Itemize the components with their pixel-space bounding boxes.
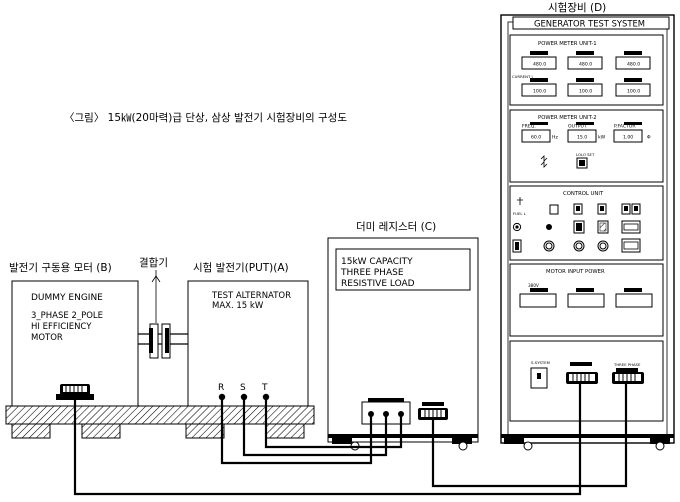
current-value-2: 100.0 [579,89,592,95]
pfactor-value: 1.00 [623,135,633,141]
equipment-title: GENERATOR TEST SYSTEM [534,19,645,29]
alternator-label: 시험 발전기(PUT)(A) [193,262,289,274]
wire-r [220,397,373,465]
indicator-lamp-2 [546,224,552,230]
resistor-connector [418,402,448,420]
current-label: CURRENT I [512,74,533,79]
terminal-r-label: R [218,383,224,393]
current-display-2 [567,83,603,97]
fuel-label: FUEL L [513,211,527,216]
rack-connector-1 [566,372,598,384]
power-meter-unit-2: POWER METER UNIT-2 FREQ. OUTPUT P.FACTOR… [509,109,664,183]
fuel-valve-icon [517,197,523,205]
alternator-line-1: TEST ALTERNATOR [211,291,291,301]
dummy-load-label: 더미 레지스터 (C) [356,221,436,233]
rack-caster-left [504,436,533,451]
motor-input-display-3 [615,293,653,308]
adjust-knob-icon [540,155,548,168]
freq-unit: Hz [552,135,558,141]
freq-label: FREQ. [522,124,536,130]
output-value: 15.0 [577,135,587,141]
motor-line-4: MOTOR [31,333,63,343]
terminal-t-label: T [261,383,268,393]
motor-input-display-2 [567,293,605,308]
output-display [567,129,597,143]
voltage-value-1: 480.0 [533,62,546,68]
rack-connector-2 [612,372,644,384]
power-meter-1-title: POWER METER UNIT-1 [538,41,597,47]
dummy-load-line-3: RESISTIVE LOAD [341,279,415,289]
motor-line-3: HI EFFICIENCY [31,322,92,332]
system-switch-label: S-SYSTEM [531,360,550,365]
coupler [138,270,188,359]
figure-caption: 〈그림〉 15㎾(20마력)급 단상, 삼상 발전기 시험장비의 구성도 [64,112,347,124]
motor-input-left-label: 380V [528,283,539,288]
wire-s [242,397,388,457]
terminal-s-label: S [240,383,246,393]
voltage-display-1 [521,56,557,70]
test-equipment-rack: GENERATOR TEST SYSTEM POWER METER UNIT-1… [500,14,675,451]
control-unit: CONTROL UNIT FUEL L [509,185,664,261]
motor-line-2: 3_PHASE 2_POLE [31,311,103,321]
motor-line-1: DUMMY ENGINE [31,293,103,303]
freq-display [521,129,551,143]
test-equipment-label: 시험장비 (D) [548,2,606,14]
alternator-line-2: MAX. 15 kW [212,301,264,311]
rack-caster-right [650,436,670,451]
control-display-1 [621,220,641,234]
power-meter-2-title: POWER METER UNIT-2 [538,115,597,121]
base-bed [5,405,315,439]
voltage-display-2 [567,56,603,70]
wiring [73,384,628,496]
output-unit: kW [598,135,606,141]
control-unit-title: CONTROL UNIT [563,191,604,197]
wire-load-to-rack [431,384,628,488]
dummy-load-line-1: 15kW CAPACITY [341,257,413,267]
pfactor-display [613,129,643,143]
lolo-set-label: LOLO SET [576,152,595,157]
pfactor-label: P.FACTOR [614,124,636,130]
pfactor-unit: Φ [647,135,651,141]
dummy-load-line-2: THREE PHASE [340,268,404,278]
freq-value: 60.0 [531,135,541,141]
resistor-caster-right [452,436,472,451]
dummy-resistor-cabinet: 15kW CAPACITY THREE PHASE RESISTIVE LOAD [327,237,479,451]
motor-label: 발전기 구동용 모터 (B) [9,262,112,274]
connector-label: THREE PHASE [613,362,641,367]
wire-motor-to-rack [73,384,582,496]
current-value-1: 100.0 [533,89,546,95]
current-display-3 [615,83,651,97]
current-value-3: 100.0 [627,89,640,95]
dummy-engine-motor: DUMMY ENGINE 3_PHASE 2_POLE HI EFFICIENC… [11,280,139,407]
motor-input-display-1 [519,293,557,308]
bottom-connection-panel: S-SYSTEM THREE PHASE [509,340,664,422]
voltage-display-3 [615,56,651,70]
output-label: OUTPUT [568,124,587,130]
control-button-1[interactable] [549,204,559,215]
voltage-value-3: 480.0 [627,62,640,68]
wire-t [264,397,403,449]
control-display-2 [621,238,641,253]
current-display-1 [521,83,557,97]
voltage-value-2: 480.0 [579,62,592,68]
motor-input-title: MOTOR INPUT POWER [546,269,605,275]
coupler-label: 결합기 [139,257,168,269]
test-alternator: TEST ALTERNATOR MAX. 15 kW R S T [187,280,309,407]
motor-input-power-unit: MOTOR INPUT POWER 380V [509,263,664,337]
power-meter-unit-1: POWER METER UNIT-1 480.0 480.0 480.0 CUR… [509,34,664,106]
motor-connector [56,384,94,400]
